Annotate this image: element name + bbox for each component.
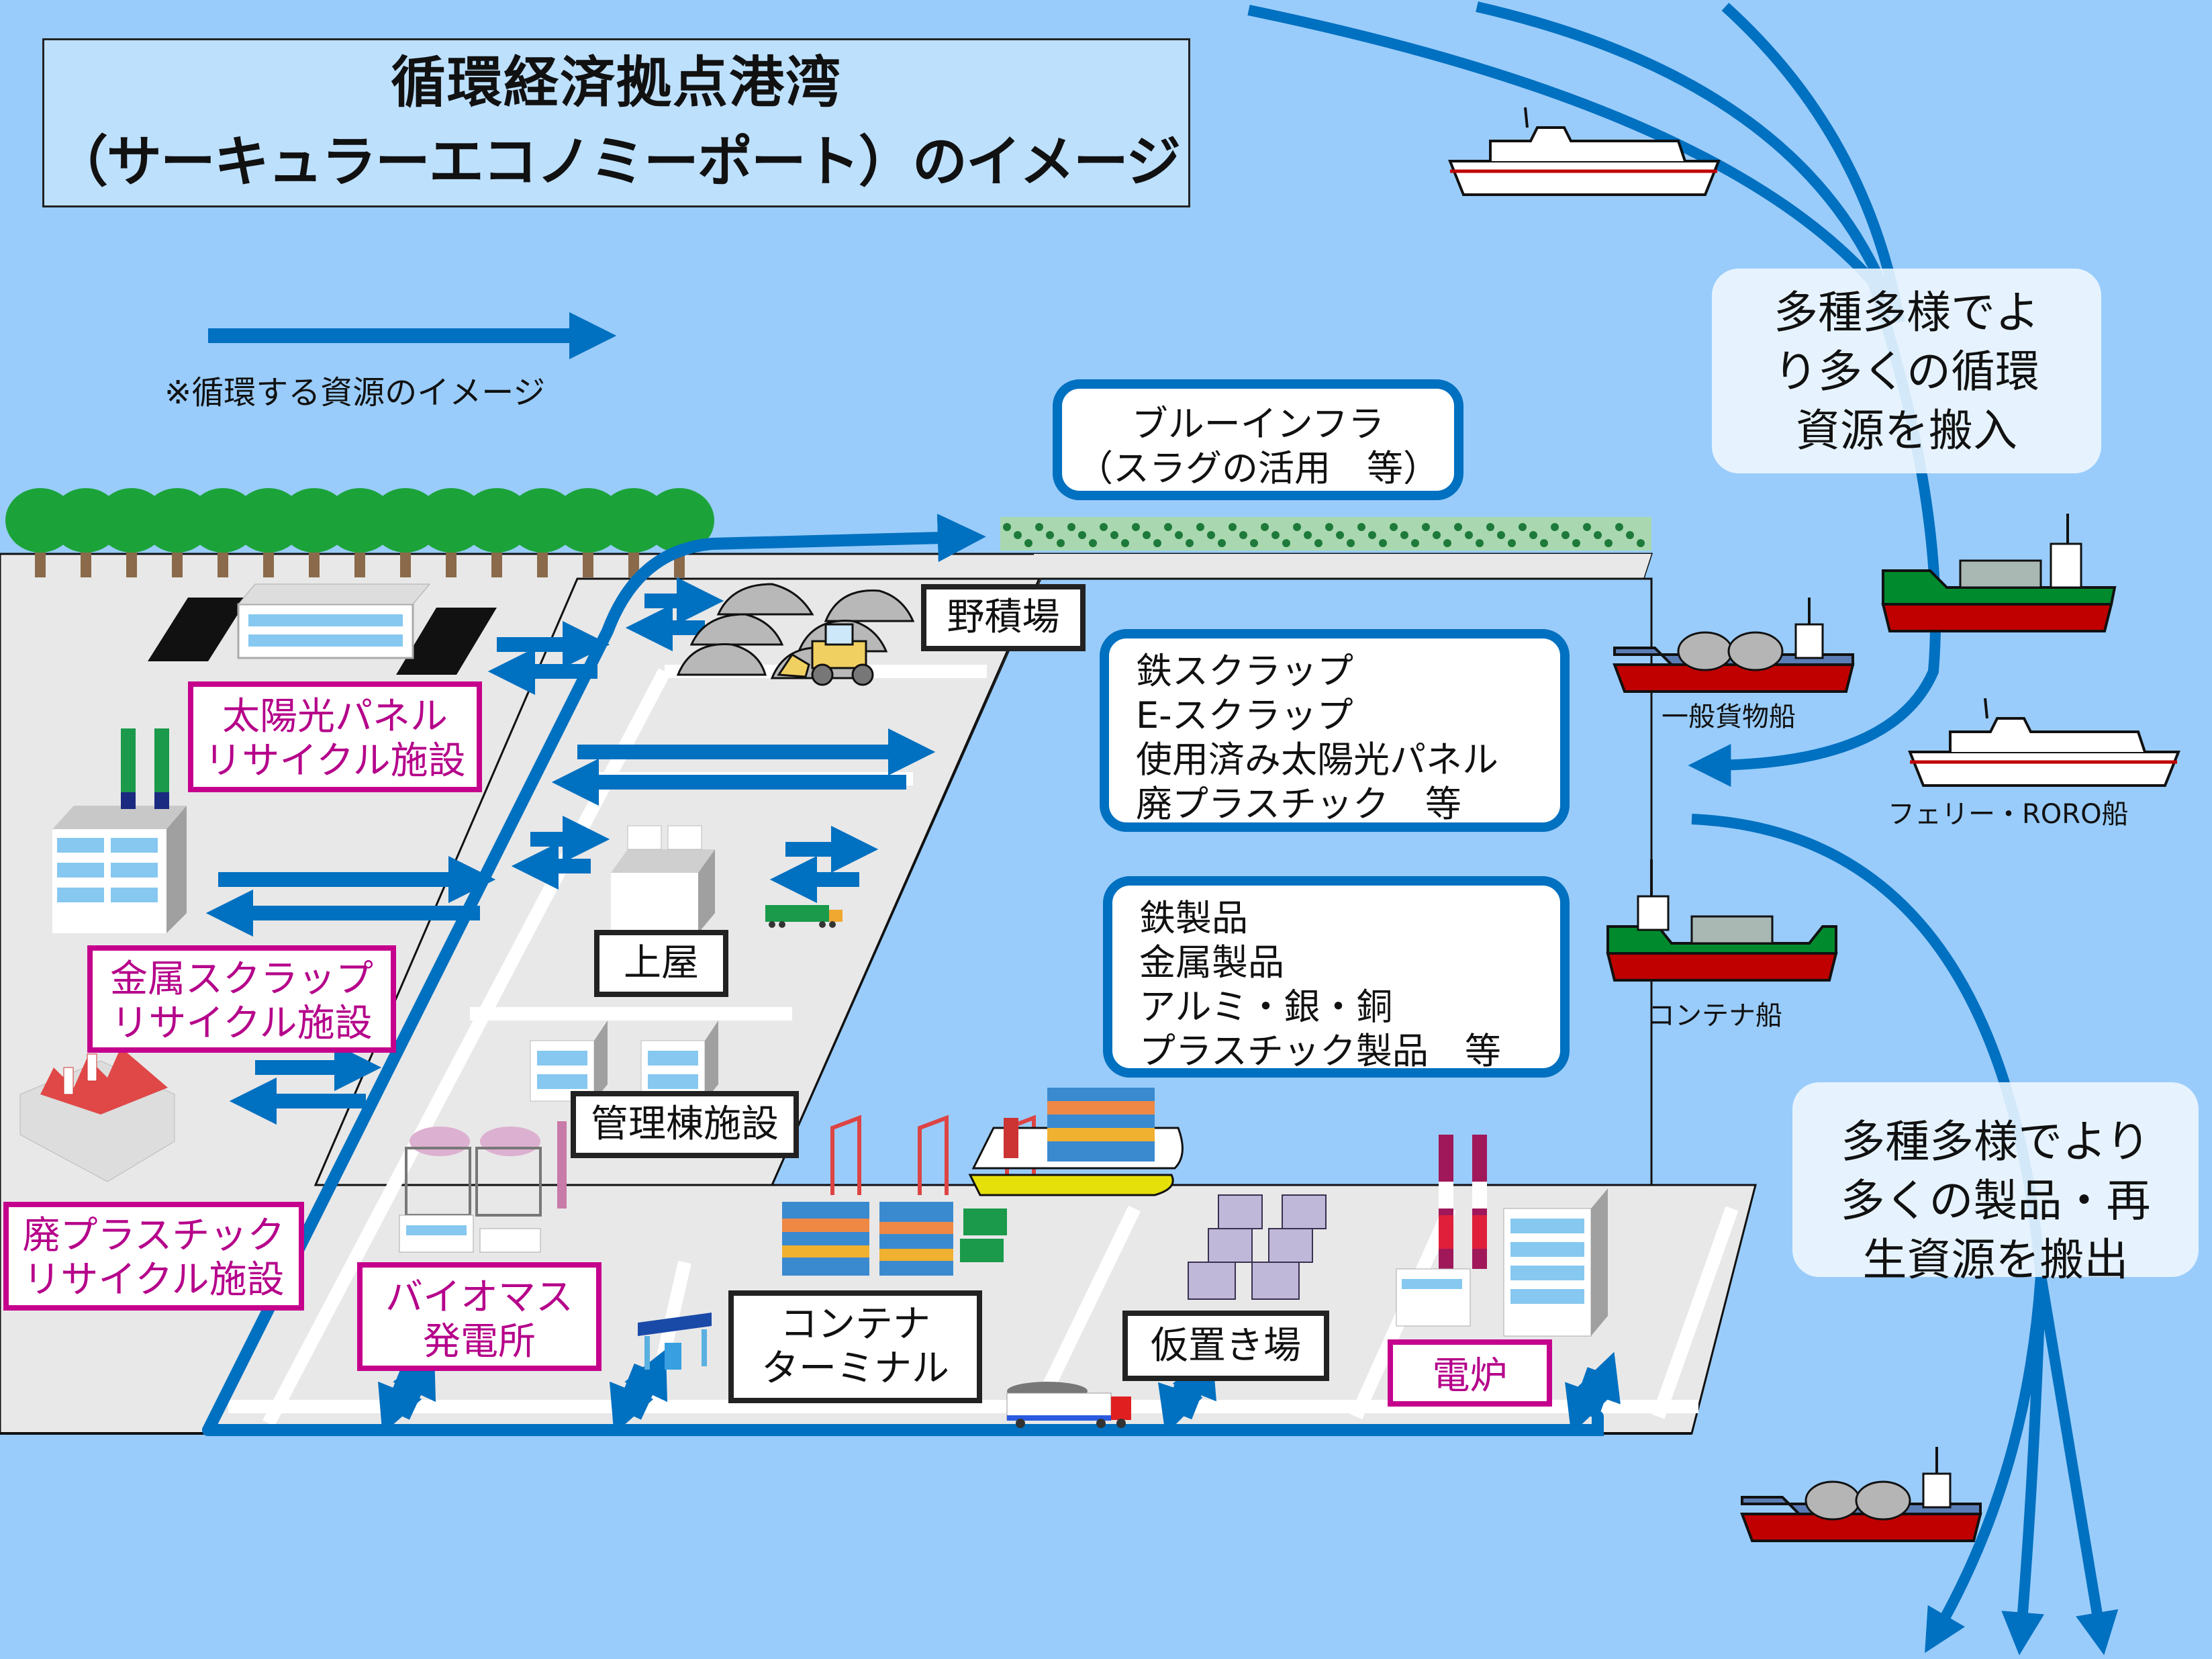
export-item: アルミ・銀・銅 <box>1139 986 1393 1028</box>
bulk-truck <box>1006 1382 1131 1428</box>
roads <box>228 665 1739 1427</box>
import-bubble-line: 資源を搬入 <box>1796 405 2017 457</box>
label-line: コンテナ <box>780 1302 930 1346</box>
exchange-arrows <box>205 312 1621 1435</box>
title-box: 循環経済拠点港湾 （サーキュラーエコノミーポート）のイメージ <box>42 38 1190 207</box>
label-line: 発電所 <box>423 1320 536 1364</box>
label-line: リサイクル施設 <box>111 1002 373 1045</box>
export-bubble-line: 生資源を搬出 <box>1862 1234 2129 1286</box>
container-terminal-label: コンテナ ターミナル <box>728 1290 982 1403</box>
export-bubble: 多種多様でより 多くの製品・再 生資源を搬出 <box>1792 1082 2199 1286</box>
electric-furnace-label: 電炉 <box>1388 1339 1552 1407</box>
ferry-ship-top <box>1448 107 1721 196</box>
title-main: 循環経済拠点港湾 <box>390 51 842 115</box>
label-line: 太陽光パネル <box>222 695 448 739</box>
wheel-loader <box>777 623 874 686</box>
export-item: プラスチック製品 等 <box>1139 1030 1501 1072</box>
label-line: 野積場 <box>947 596 1060 639</box>
import-items-box: 鉄スクラップ E-スクラップ 使用済み太陽光パネル 廃プラスチック 等 <box>1100 629 1570 832</box>
import-item: E-スクラップ <box>1136 694 1353 737</box>
export-bubble-line: 多種多様でより <box>1841 1116 2150 1168</box>
label-line: バイオマス <box>385 1276 573 1319</box>
solar-recycling-building <box>148 583 497 675</box>
import-bubble-line: り多くの循環 <box>1774 346 2039 397</box>
label-line: リサイクル施設 <box>23 1258 285 1302</box>
label-line: 仮置き場 <box>1151 1323 1301 1368</box>
admin-building-label: 管理棟施設 <box>571 1091 799 1158</box>
open-storage-label: 野積場 <box>921 584 1086 651</box>
container-ship-right <box>1881 514 2117 632</box>
gravel-piles <box>676 583 915 679</box>
label-line: 上屋 <box>624 941 699 985</box>
electric-furnace-plant <box>1396 1135 1608 1337</box>
label-line: 廃プラスチック <box>22 1214 285 1258</box>
plastic-recycling-label: 廃プラスチック リサイクル施設 <box>3 1202 304 1311</box>
tree-row <box>5 488 714 577</box>
blue-infra-line: （スラグの活用 等） <box>1077 447 1439 489</box>
ship-label-general-cargo: 一般貨物船 <box>1662 702 1796 732</box>
plastic-recycling-building <box>19 1047 175 1182</box>
container-stacks <box>782 1202 1007 1276</box>
shed-label: 上屋 <box>594 930 728 997</box>
label-line: ターミナル <box>761 1347 949 1390</box>
label-line: 電炉 <box>1432 1354 1508 1398</box>
container-ship-docked <box>968 1088 1184 1196</box>
shed-building <box>611 825 715 933</box>
title-sub: （サーキュラーエコノミーポート）のイメージ <box>52 130 1181 194</box>
seaweed-bed <box>1000 517 1651 551</box>
label-line: 金属スクラップ <box>110 957 373 1001</box>
import-bubble-line: 多種多様でよ <box>1774 287 2039 338</box>
ship-label-ferry-roro: フェリー・RORO船 <box>1888 799 2129 830</box>
import-item: 鉄スクラップ <box>1136 650 1353 692</box>
container-truck <box>765 905 843 928</box>
import-item: 廃プラスチック 等 <box>1136 783 1461 825</box>
solar-recycling-label: 太陽光パネル リサイクル施設 <box>188 681 482 792</box>
label-line: 管理棟施設 <box>591 1102 779 1146</box>
blue-infra-line: ブルーインフラ <box>1131 403 1385 445</box>
export-bubble-line: 多くの製品・再 <box>1840 1175 2151 1227</box>
biomass-plant <box>399 1121 567 1253</box>
temporary-storage-label: 仮置き場 <box>1122 1311 1329 1381</box>
legend-label: ※循環する資源のイメージ <box>164 374 546 412</box>
import-item: 使用済み太陽光パネル <box>1136 739 1498 781</box>
general-cargo-ship <box>1613 598 1855 693</box>
fuel-station <box>638 1313 712 1370</box>
general-cargo-ship-bottom <box>1740 1447 1982 1542</box>
biomass-plant-label: バイオマス 発電所 <box>357 1262 602 1371</box>
export-items-box: 鉄製品 金属製品 アルミ・銀・銅 プラスチック製品 等 <box>1103 876 1570 1078</box>
admin-buildings <box>530 1021 718 1102</box>
export-item: 金属製品 <box>1139 941 1284 984</box>
ship-label-container: コンテナ船 <box>1648 1000 1782 1031</box>
container-ship <box>1606 859 1838 982</box>
metal-recycling-building <box>52 728 187 933</box>
metal-recycling-label: 金属スクラップ リサイクル施設 <box>87 945 396 1053</box>
storage-cubes <box>1188 1194 1327 1300</box>
label-line: リサイクル施設 <box>204 739 466 783</box>
blue-infra-box: ブルーインフラ （スラグの活用 等） <box>1053 379 1463 500</box>
import-bubble: 多種多様でよ り多くの循環 資源を搬入 <box>1712 269 2101 473</box>
export-item: 鉄製品 <box>1139 897 1248 939</box>
ferry-ship <box>1908 698 2180 787</box>
